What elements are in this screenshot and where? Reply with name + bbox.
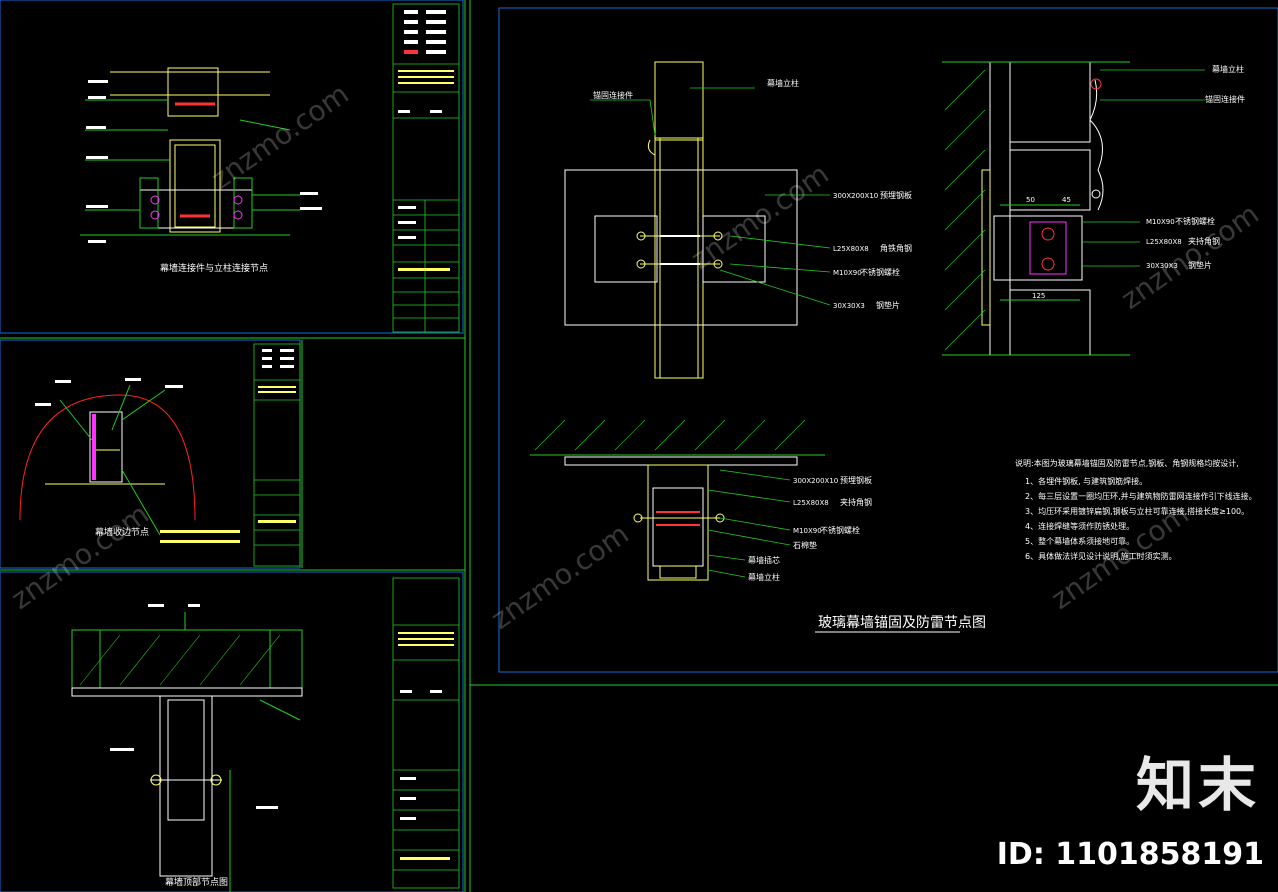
note-line: 说明:本图为玻璃幕墙锚固及防雷节点,钢板、角钢规格均按设计, — [1015, 458, 1239, 468]
note-line: 6、具体做法详见设计说明,施工时须实测。 — [1025, 551, 1177, 561]
side-label-sheet: 钢垫片 — [1188, 260, 1212, 270]
label-mullion: 幕墙立柱 — [767, 78, 799, 88]
side-label-anchor: 锚固连接件 — [1205, 94, 1245, 104]
panel-title-mid-left: 幕墙收边节点 — [95, 526, 149, 538]
side-leaders — [1082, 69, 1205, 267]
dim-45: 45 — [1062, 196, 1071, 204]
label-bolt: 不锈钢螺栓 — [860, 267, 900, 277]
spec-angle: L25X80X8 — [833, 245, 869, 253]
bottom-label-embed: 预埋钢板 — [840, 475, 872, 485]
title-block-2-marks — [258, 349, 296, 523]
bottom-label-angle: 夹持角钢 — [840, 497, 872, 507]
side-label-mullion: 幕墙立柱 — [1212, 64, 1244, 74]
detail-bottom — [530, 454, 825, 581]
dim-50: 50 — [1026, 196, 1035, 204]
notes-block: 说明:本图为玻璃幕墙锚固及防雷节点,钢板、角钢规格均按设计, 1、各埋件钢板, … — [1015, 458, 1257, 561]
side-spec-sheet: 30X30X3 — [1146, 262, 1178, 270]
label-steel-sheet: 钢垫片 — [876, 300, 900, 310]
spec-bolt: M10X90 — [833, 269, 862, 277]
bottom-label-core: 幕墙插芯 — [748, 555, 780, 565]
title-block-2 — [253, 343, 301, 567]
label-anchor-plate: 锚固连接件 — [593, 90, 633, 100]
detail-mid-left — [19, 384, 196, 536]
label-embed-plate: 预埋钢板 — [880, 190, 912, 200]
detail-top-left — [80, 67, 300, 236]
note-line: 2、每三层设置一圈均压环,并与建筑物防雷网连接作引下线连接。 — [1025, 491, 1257, 501]
bottom-spec-embed: 300X200X10 — [793, 477, 838, 485]
side-label-angle: 夹持角钢 — [1188, 236, 1220, 246]
plan-leaders — [590, 87, 831, 306]
detail-side — [942, 61, 1130, 356]
spec-sheet: 30X30X3 — [833, 302, 865, 310]
title-block-3-marks — [398, 632, 454, 860]
detail-bottom-left — [71, 612, 303, 892]
bottom-spec-bolt: M10X90 — [793, 527, 822, 535]
spec-embed: 300X200X10 — [833, 192, 878, 200]
bottom-spec-angle: L25X80X8 — [793, 499, 829, 507]
title-block-1 — [392, 3, 460, 333]
side-label-bolt: 不锈钢螺栓 — [1175, 216, 1215, 226]
side-spec-bolt: M10X90 — [1146, 218, 1175, 226]
hatch-bottom-left — [79, 634, 281, 686]
hatch-side — [944, 69, 986, 351]
image-id-label: ID: 1101858191 — [996, 837, 1264, 872]
hatch-bottom — [534, 419, 806, 451]
panel-title-bottom-left: 幕墙顶部节点图 — [165, 876, 228, 888]
main-title: 玻璃幕墙锚固及防雷节点图 — [818, 614, 986, 631]
detail-top-left-text-marks — [86, 80, 322, 243]
detail-bottom-left-text-marks — [110, 604, 278, 809]
note-line: 3、均压环采用镀锌扁钢,钢板与立柱可靠连接,搭接长度≥100。 — [1025, 506, 1249, 516]
bottom-label-bolt: 不锈钢螺栓 — [820, 525, 860, 535]
dim-125: 125 — [1032, 292, 1045, 300]
bottom-label-mullion: 幕墙立柱 — [748, 572, 780, 582]
title-block-1-marks — [398, 10, 454, 271]
panel-title-top-left: 幕墙连接件与立柱连接节点 — [160, 262, 268, 274]
title-block-3 — [392, 577, 460, 889]
side-spec-angle: L25X80X8 — [1146, 238, 1182, 246]
detail-plan — [564, 61, 798, 379]
detail-mid-left-text-marks — [35, 378, 240, 543]
note-line: 4、连接焊缝等须作防锈处理。 — [1025, 521, 1134, 531]
brand-logo: 知末 — [1135, 751, 1260, 819]
note-line: 1、各埋件钢板, 与建筑钢筋焊接。 — [1025, 476, 1147, 486]
bottom-leaders — [707, 469, 791, 578]
label-angle: 角铁角钢 — [880, 243, 912, 253]
note-line: 5、整个幕墙体系须接地可靠。 — [1025, 536, 1134, 546]
bottom-label-pad: 石棉垫 — [793, 540, 817, 550]
